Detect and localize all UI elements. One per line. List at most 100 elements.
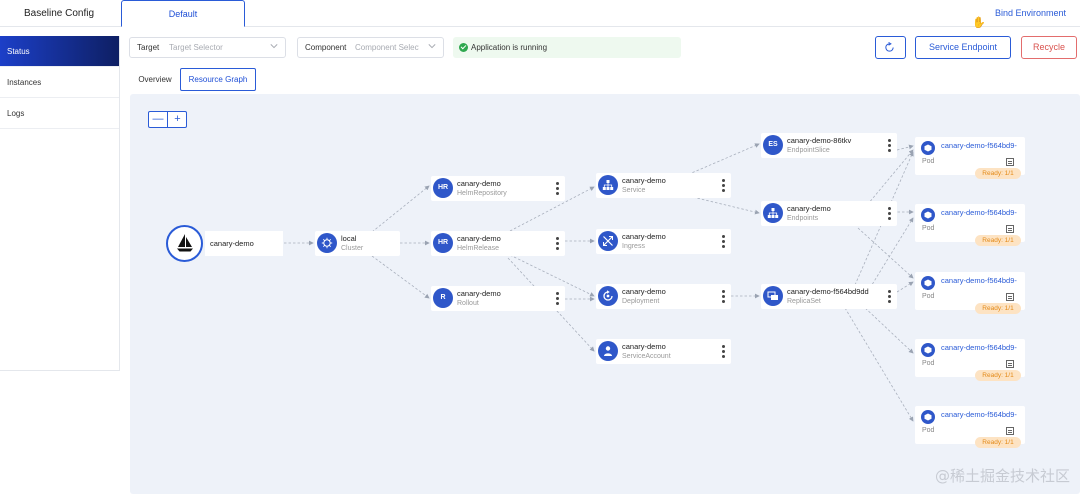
sailboat-icon [166,225,203,262]
node-name: canary-demo [622,342,666,351]
more-vertical-icon[interactable] [888,139,891,152]
recycle-button[interactable]: Recycle [1021,36,1077,59]
pod-icon [921,141,935,155]
watermark: @稀土掘金技术社区 [934,467,1070,485]
tab-resource-graph[interactable]: Resource Graph [180,68,256,91]
graph-node-cluster[interactable]: local Cluster [315,231,400,256]
node-kind: Pod [922,427,935,434]
zoom-in-button[interactable]: + [174,113,181,125]
logs-document-icon[interactable] [1006,225,1014,233]
more-vertical-icon[interactable] [722,290,725,303]
sidebar-item-logs[interactable]: Logs [0,98,119,129]
graph-node-application[interactable]: canary-demo [166,225,283,262]
refresh-button[interactable] [875,36,906,59]
logs-document-icon[interactable] [1006,360,1014,368]
component-selector[interactable]: Component Component Selector [297,37,444,58]
ready-badge: Ready: 1/1 [975,370,1021,381]
node-name: canary-demo [622,232,666,241]
graph-node-ingress[interactable]: canary-demo Ingress [596,229,731,254]
more-vertical-icon[interactable] [722,345,725,358]
sidebar-item-status[interactable]: Status [0,36,119,67]
graph-node-endpointslice[interactable]: ES canary-demo-86tkv EndpointSlice [761,133,897,158]
graph-node-pod[interactable]: canary-demo-f564bd9- Pod Ready: 1/1 [915,204,1025,246]
pod-name-link[interactable]: canary-demo-f564bd9- [941,141,1017,150]
more-vertical-icon[interactable] [556,182,559,195]
serviceaccount-icon [598,341,618,361]
pod-icon [921,410,935,424]
node-kind: Rollout [457,300,479,307]
node-kind: ReplicaSet [787,298,821,305]
node-kind: Deployment [622,298,660,305]
node-kind: EndpointSlice [787,147,830,154]
check-circle-icon [459,43,468,52]
graph-node-endpoints[interactable]: canary-demo Endpoints [761,201,897,226]
graph-node-pod[interactable]: canary-demo-f564bd9- Pod Ready: 1/1 [915,406,1025,448]
more-vertical-icon[interactable] [888,207,891,220]
bind-environment-link[interactable]: Bind Environment [994,8,1066,18]
node-name: local [341,234,357,243]
node-kind: Endpoints [787,215,819,222]
node-kind: ServiceAccount [622,353,671,360]
sidebar-item-instances[interactable]: Instances [0,67,119,98]
ready-badge: Ready: 1/1 [975,235,1021,246]
graph-node-helmrelease[interactable]: HR canary-demo HelmRelease [431,231,565,256]
graph-node-pod[interactable]: canary-demo-f564bd9- Pod Ready: 1/1 [915,137,1025,179]
pod-name-link[interactable]: canary-demo-f564bd9- [941,276,1017,285]
node-kind: Pod [922,225,935,232]
graph-node-helmrepository[interactable]: HR canary-demo HelmRepository [431,176,565,201]
endpoints-icon [763,203,783,223]
more-vertical-icon[interactable] [722,179,725,192]
more-vertical-icon[interactable] [888,290,891,303]
hand-cursor-icon: ✋ [972,17,986,29]
ready-badge: Ready: 1/1 [975,437,1021,448]
ready-badge: Ready: 1/1 [975,168,1021,179]
node-name: canary-demo [622,287,666,296]
ingress-icon [598,231,618,251]
logs-document-icon[interactable] [1006,293,1014,301]
pod-name-link[interactable]: canary-demo-f564bd9- [941,343,1017,352]
graph-node-deployment[interactable]: canary-demo Deployment [596,284,731,309]
more-vertical-icon[interactable] [556,292,559,305]
node-kind: HelmRelease [457,245,500,252]
tab-default[interactable]: Default [121,0,245,27]
service-endpoint-button[interactable]: Service Endpoint [915,36,1011,59]
zoom-controls: — + [148,111,187,128]
target-placeholder: Target Selector [169,43,223,52]
node-name: canary-demo-86tkv [787,136,852,145]
graph-node-pod[interactable]: canary-demo-f564bd9- Pod Ready: 1/1 [915,272,1025,314]
more-vertical-icon[interactable] [722,235,725,248]
service-icon [598,175,618,195]
target-label: Target [137,43,160,52]
tab-overview[interactable]: Overview [138,75,172,84]
logs-document-icon[interactable] [1006,158,1014,166]
graph-node-pod[interactable]: canary-demo-f564bd9- Pod Ready: 1/1 [915,339,1025,381]
replicaset-icon [763,286,783,306]
status-banner: Application is running [453,37,681,58]
pod-icon [921,343,935,357]
top-tab-bar: Baseline Config Default Bind Environment [0,0,1080,27]
node-name: canary-demo [457,234,501,243]
graph-node-service[interactable]: canary-demo Service [596,173,731,198]
node-badge: ES [763,135,783,155]
tab-baseline-config[interactable]: Baseline Config [23,8,95,19]
pod-name-link[interactable]: canary-demo-f564bd9- [941,410,1017,419]
zoom-out-button[interactable]: — [149,112,168,127]
node-name: canary-demo-f564bd9dd [787,287,869,296]
pod-name-link[interactable]: canary-demo-f564bd9- [941,208,1017,217]
graph-node-rollout[interactable]: R canary-demo Rollout [431,286,565,311]
node-name: canary-demo [457,179,501,188]
graph-node-replicaset[interactable]: canary-demo-f564bd9dd ReplicaSet [761,284,897,309]
graph-node-serviceaccount[interactable]: canary-demo ServiceAccount [596,339,731,364]
node-name: canary-demo [787,204,831,213]
kubernetes-icon [317,233,337,253]
node-kind: HelmRepository [457,190,507,197]
target-selector[interactable]: Target Target Selector [129,37,286,58]
node-kind: Cluster [341,245,364,252]
node-badge: HR [433,178,453,198]
component-label: Component [305,43,347,52]
more-vertical-icon[interactable] [556,237,559,250]
refresh-icon [885,42,894,52]
pod-icon [921,208,935,222]
logs-document-icon[interactable] [1006,427,1014,435]
